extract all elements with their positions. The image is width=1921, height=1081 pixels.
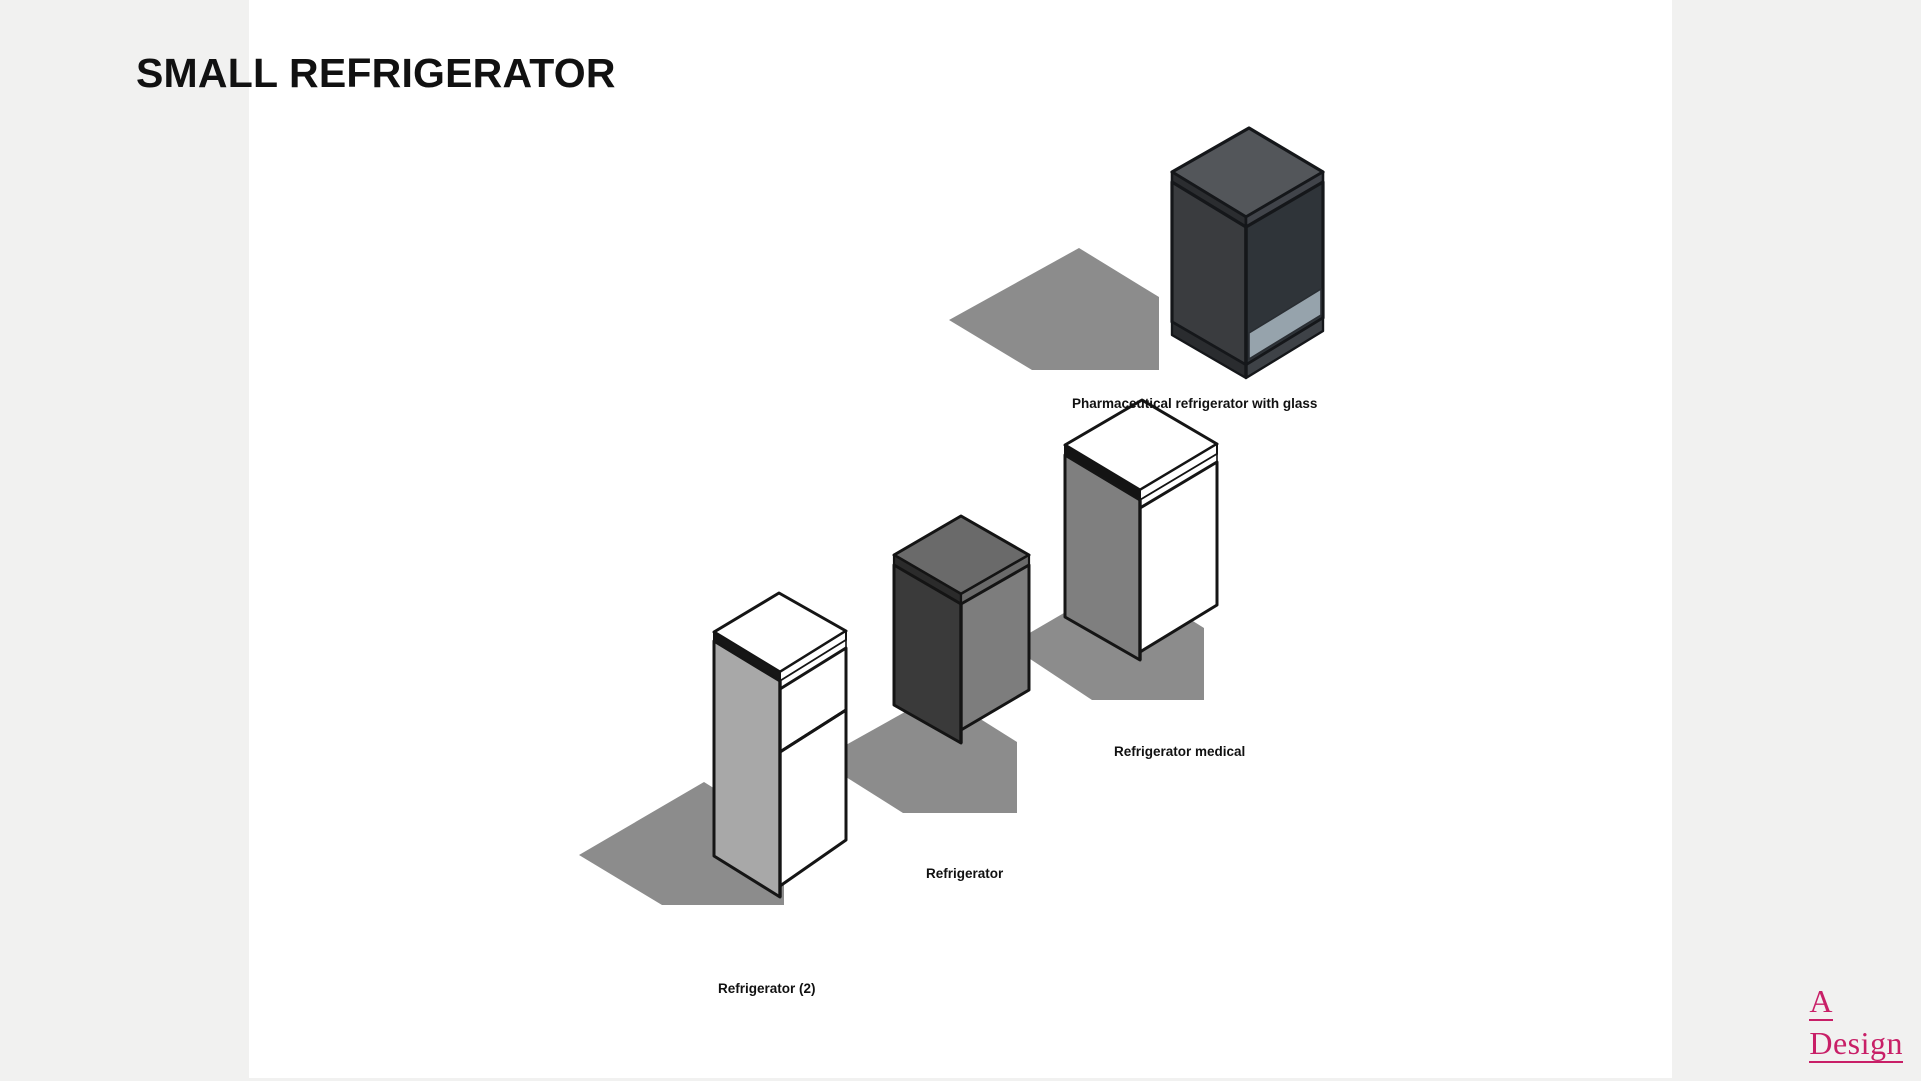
object-refrigerator-2[interactable]	[712, 591, 848, 899]
label-refrigerator-medical: Refrigerator medical	[1114, 744, 1246, 759]
pharma-interior-shelf	[1248, 288, 1322, 360]
label-refrigerator: Refrigerator	[926, 866, 1004, 881]
isometric-drawing-svg	[579, 126, 1325, 905]
brand-logo[interactable]: A Design	[1809, 985, 1903, 1063]
isometric-drawing-area	[249, 0, 1672, 1078]
page-title: SMALL REFRIGERATOR	[136, 50, 616, 96]
object-refrigerator-medical[interactable]	[1063, 398, 1219, 662]
refrigerator2-left-face	[712, 639, 782, 899]
brand-logo-line-a: A	[1809, 983, 1833, 1021]
object-pharmaceutical-refrigerator-with-glass[interactable]	[1170, 126, 1325, 380]
brand-logo-line-design: Design	[1809, 1025, 1903, 1063]
refrigerator2-door-divider	[779, 708, 847, 754]
object-refrigerator[interactable]	[892, 514, 1031, 745]
label-refrigerator-2: Refrigerator (2)	[718, 981, 816, 996]
label-pharmaceutical-refrigerator-with-glass: Pharmaceutical refrigerator with glass	[1072, 396, 1318, 411]
shadow-pharmaceutical-refrigerator	[949, 248, 1159, 370]
